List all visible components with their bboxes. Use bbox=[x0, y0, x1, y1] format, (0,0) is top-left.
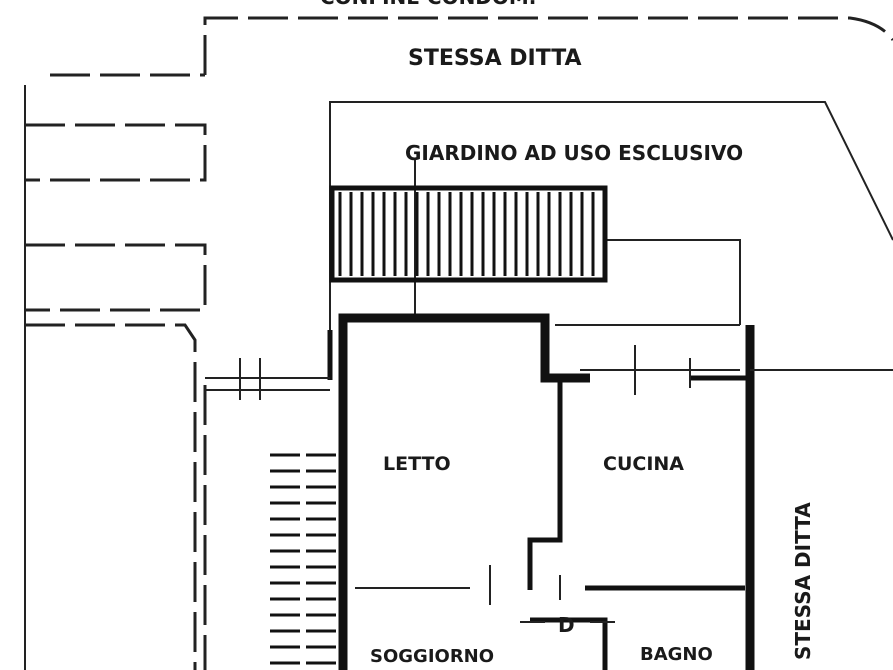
neighbor-right-label: STESSA DITTA bbox=[791, 502, 815, 660]
stairs bbox=[270, 453, 338, 665]
room-bedroom-label: LETTO bbox=[383, 453, 451, 475]
walls bbox=[205, 313, 893, 670]
terrace-hatch bbox=[329, 185, 608, 283]
room-bath-label: BAGNO bbox=[640, 644, 713, 665]
room-bottom-left-label: SOGGIORNO bbox=[370, 646, 494, 667]
property-boundary bbox=[24, 16, 893, 670]
top-label-cut: CONFINE CONDOM. bbox=[320, 0, 536, 9]
room-kitchen-label: CUCINA bbox=[603, 453, 684, 475]
garden-label: GIARDINO AD USO ESCLUSIVO bbox=[405, 141, 743, 165]
door-mark: D bbox=[558, 613, 575, 637]
neighbor-top-label: STESSA DITTA bbox=[408, 46, 582, 71]
